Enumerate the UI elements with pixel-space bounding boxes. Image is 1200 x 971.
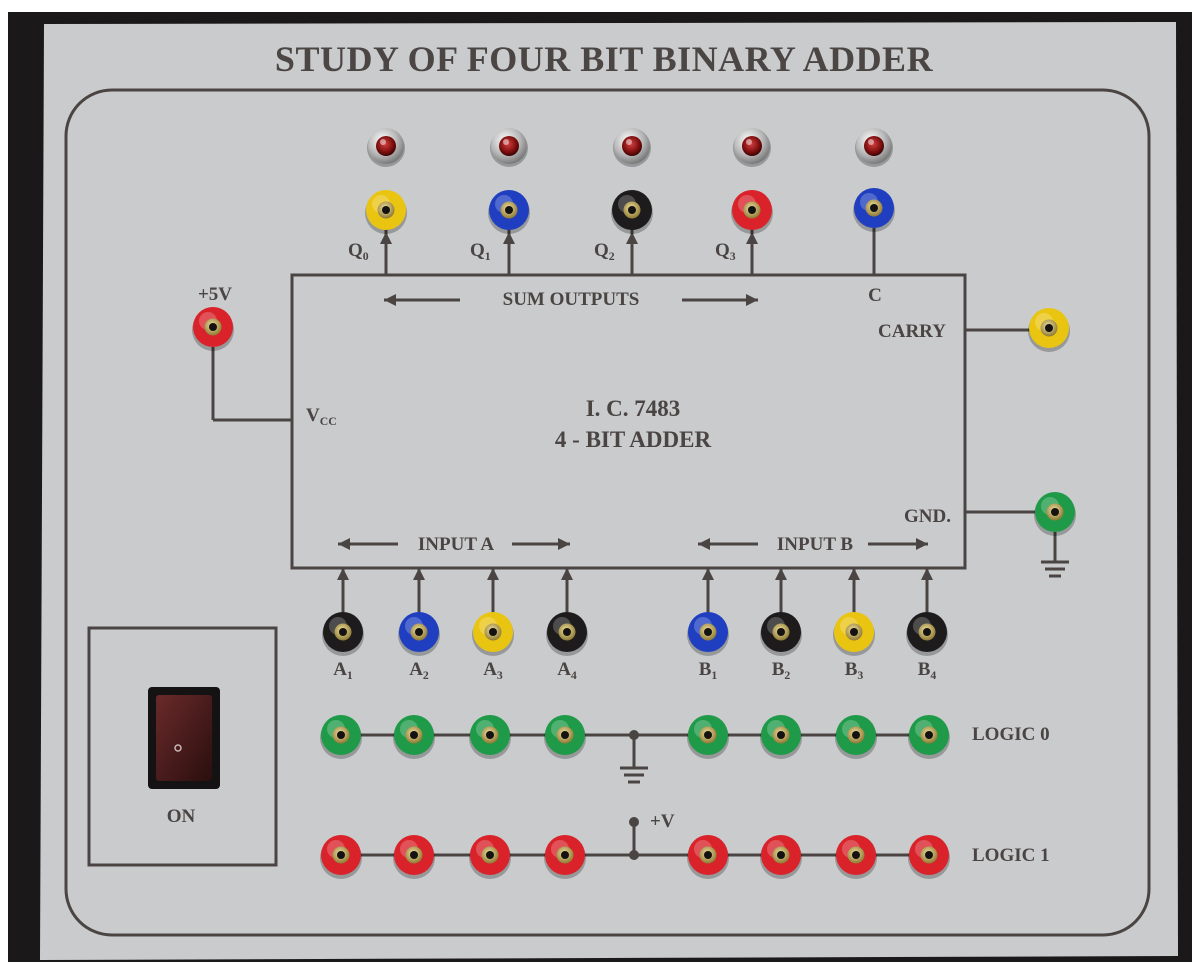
input-socket-a1[interactable] <box>322 612 364 656</box>
logic0-socket-1[interactable] <box>320 715 362 759</box>
led-q3 <box>733 128 771 167</box>
board-title: STUDY OF FOUR BIT BINARY ADDER <box>274 39 934 79</box>
arrow-up-icon <box>503 232 515 244</box>
output-label-q2: Q2 <box>594 240 615 264</box>
input-socket-b4[interactable] <box>906 612 948 656</box>
arrow-left-icon <box>384 294 396 306</box>
led-q0 <box>367 128 405 167</box>
output-socket-q0[interactable] <box>365 190 407 234</box>
arrow-right-icon <box>746 294 758 306</box>
logic0-socket-8[interactable] <box>908 715 950 759</box>
input-label-a1: A1 <box>333 659 353 683</box>
output-label-q3: Q3 <box>715 240 736 264</box>
arrow-up-icon <box>413 568 425 580</box>
output-label-q1: Q1 <box>470 240 491 264</box>
logic0-label: LOGIC 0 <box>972 724 1050 745</box>
logic0-junction-dot <box>629 730 639 740</box>
plus-v-dot <box>629 817 639 827</box>
input-socket-b1[interactable] <box>687 612 729 656</box>
input-label-b4: B4 <box>917 659 937 683</box>
logic1-socket-8[interactable] <box>908 835 950 879</box>
logic0-socket-4[interactable] <box>544 715 586 759</box>
input-label-a2: A2 <box>409 659 429 683</box>
arrow-left-icon <box>338 538 350 550</box>
arrow-up-icon <box>380 232 392 244</box>
logic1-socket-3[interactable] <box>469 835 511 879</box>
output-socket-q3[interactable] <box>731 190 773 234</box>
logic1-label: LOGIC 1 <box>972 845 1050 866</box>
carry-c-socket[interactable] <box>853 188 895 232</box>
power-switch[interactable] <box>148 687 220 789</box>
input-socket-b2[interactable] <box>760 612 802 656</box>
gnd-label: GND. <box>904 506 951 527</box>
input-label-b1: B1 <box>698 659 718 683</box>
arrow-right-icon <box>558 538 570 550</box>
vcc-label: VCC <box>306 405 337 429</box>
logic0-socket-6[interactable] <box>760 715 802 759</box>
plus-v-label: +V <box>650 811 675 832</box>
arrow-right-icon <box>916 538 928 550</box>
logic0-socket-3[interactable] <box>469 715 511 759</box>
carry-label: CARRY <box>878 321 946 342</box>
ground-symbol-logic0 <box>620 735 648 784</box>
logic0-socket-2[interactable] <box>393 715 435 759</box>
input-label-a3: A3 <box>483 659 503 683</box>
switch-rocker[interactable] <box>156 695 212 781</box>
arrow-up-icon <box>702 568 714 580</box>
gnd-socket[interactable] <box>1034 492 1076 536</box>
output-label-q0: Q0 <box>348 240 369 264</box>
logic0-socket-5[interactable] <box>687 715 729 759</box>
input-b-label: INPUT B <box>776 534 854 555</box>
input-socket-b3[interactable] <box>833 612 875 656</box>
logic1-socket-6[interactable] <box>760 835 802 879</box>
inner-border <box>64 88 1151 937</box>
output-socket-q1[interactable] <box>488 190 530 234</box>
ic-description: 4 - BIT ADDER <box>554 427 712 452</box>
logic1-socket-4[interactable] <box>544 835 586 879</box>
input-a-label: INPUT A <box>417 534 495 555</box>
arrow-up-icon <box>746 232 758 244</box>
plus5v-label: +5V <box>197 284 233 305</box>
logic1-socket-5[interactable] <box>687 835 729 879</box>
arrow-up-icon <box>337 568 349 580</box>
logic0-socket-7[interactable] <box>835 715 877 759</box>
socket-layer <box>192 188 1076 879</box>
input-socket-a3[interactable] <box>472 612 514 656</box>
arrowheads <box>337 232 933 580</box>
arrow-up-icon <box>626 232 638 244</box>
arrow-left-icon <box>698 538 710 550</box>
switch-box <box>87 626 278 867</box>
ground-symbol-gnd <box>1041 532 1069 578</box>
input-socket-a2[interactable] <box>398 612 440 656</box>
logic1-socket-2[interactable] <box>393 835 435 879</box>
logic1-junction-dot <box>629 850 639 860</box>
led-q1 <box>490 128 528 167</box>
led-carry <box>855 128 893 167</box>
led-row <box>367 128 893 167</box>
arrow-up-icon <box>775 568 787 580</box>
switch-indicator-icon <box>174 744 182 752</box>
logic1-socket-7[interactable] <box>835 835 877 879</box>
arrow-up-icon <box>561 568 573 580</box>
carry-socket[interactable] <box>1028 308 1070 352</box>
logic1-socket-1[interactable] <box>320 835 362 879</box>
input-label-b3: B3 <box>844 659 864 683</box>
ic-number: I. C. 7483 <box>585 396 681 421</box>
output-socket-q2[interactable] <box>611 190 653 234</box>
input-label-b2: B2 <box>771 659 791 683</box>
arrow-up-icon <box>487 568 499 580</box>
plus5v-socket[interactable] <box>192 307 234 351</box>
led-q2 <box>613 128 651 167</box>
sum-outputs-label: SUM OUTPUTS <box>502 289 640 310</box>
input-label-a4: A4 <box>557 659 577 683</box>
c-pin-label: C <box>868 285 882 306</box>
front-panel <box>40 22 1178 960</box>
arrow-up-icon <box>921 568 933 580</box>
switch-on-label: ON <box>166 806 196 827</box>
arrow-up-icon <box>848 568 860 580</box>
input-socket-a4[interactable] <box>546 612 588 656</box>
